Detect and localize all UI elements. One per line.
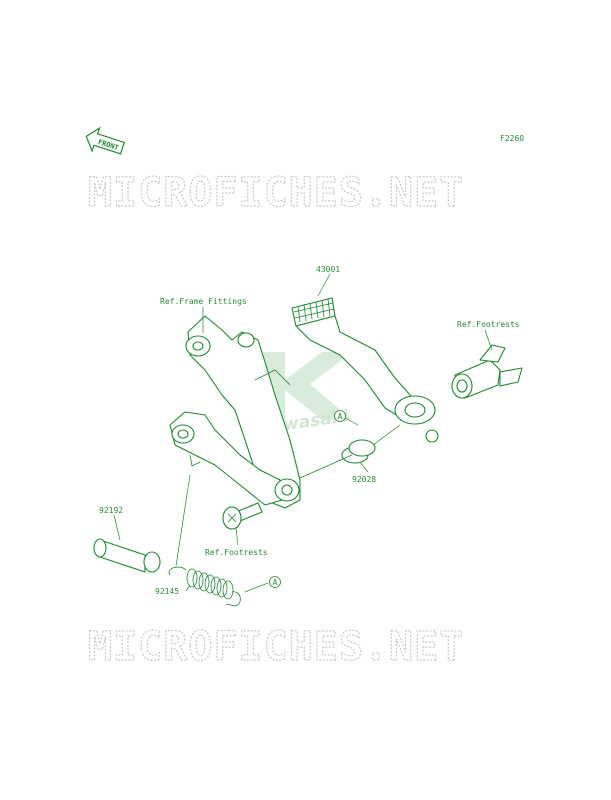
callout-a-1: A <box>334 410 346 422</box>
label-ref-frame-fittings: Ref.Frame Fittings <box>160 297 247 306</box>
label-ref-footrests-top: Ref.Footrests <box>457 320 520 329</box>
bushing-92028 <box>341 439 376 464</box>
watermark-bottom: MICROFICHES.NET <box>88 624 464 670</box>
callout-a-2-label: A <box>273 578 278 587</box>
label-ref-footrests-bottom: Ref.Footrests <box>205 548 268 557</box>
label-92028: 92028 <box>352 475 376 484</box>
label-92192: 92192 <box>99 506 123 515</box>
callout-a-1-label: A <box>338 412 343 421</box>
label-92145: 92145 <box>155 587 179 596</box>
label-43001: 43001 <box>316 265 340 274</box>
callout-a-2: A <box>269 576 281 588</box>
sleeve-92192 <box>93 538 161 573</box>
front-arrow-icon: FRONT <box>85 126 126 155</box>
brake-pedal <box>291 297 439 443</box>
spring-92145 <box>168 566 241 607</box>
leader-lines <box>113 273 493 593</box>
pivot-shaft <box>451 344 523 399</box>
footrest-bracket <box>169 315 301 509</box>
watermark-top: MICROFICHES.NET <box>88 170 464 216</box>
bolt <box>222 502 263 530</box>
diagram-code: F2260 <box>500 134 524 143</box>
